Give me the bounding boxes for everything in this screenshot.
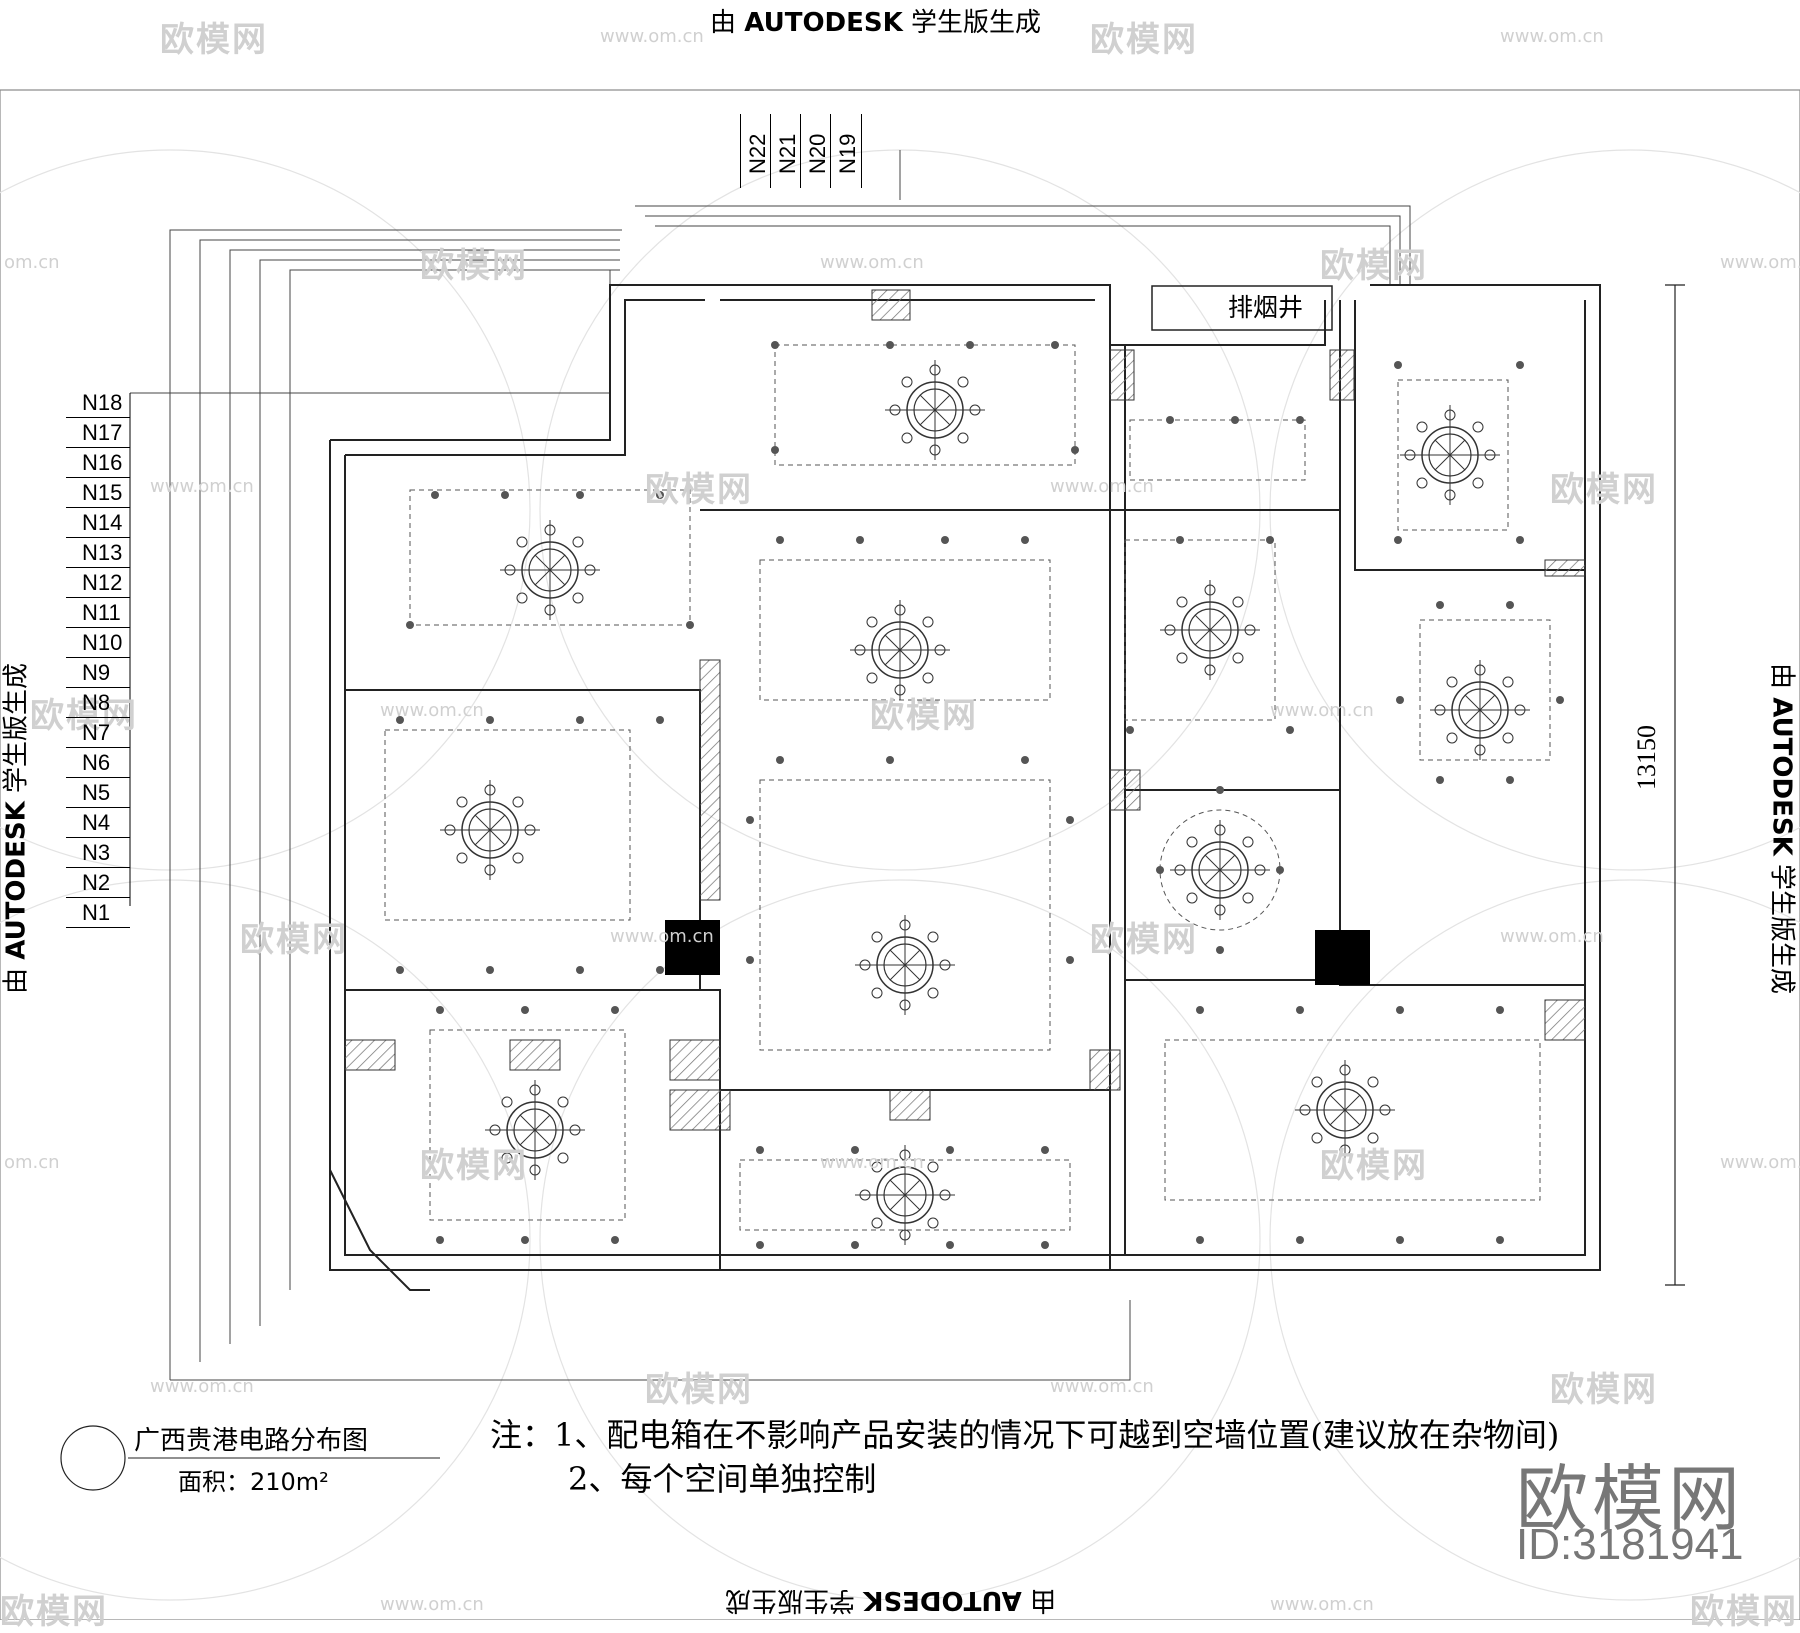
circuit-label: N3	[66, 838, 130, 868]
watermark-url: www.om.cn	[1050, 476, 1154, 497]
autodesk-stamp-right: 由 AUTODESK 学生版生成	[1766, 629, 1800, 1029]
circuit-label: N2	[66, 868, 130, 898]
watermark-url: om.cn	[4, 1152, 60, 1173]
watermark-url: www.om.cn	[820, 1152, 924, 1173]
circuit-label: N15	[66, 478, 130, 508]
watermark-url: www.om.cn	[380, 700, 484, 721]
watermark-url: www.om.cn	[380, 1594, 484, 1615]
circuit-label: N10	[66, 628, 130, 658]
watermark-url: www.om.cn	[1270, 700, 1374, 721]
circuit-label: N13	[66, 538, 130, 568]
autodesk-stamp-left: 由 AUTODESK 学生版生成	[0, 629, 33, 1029]
watermark-url: www.om.cn	[1500, 26, 1604, 47]
watermark-url: www.om.cn	[1720, 1152, 1800, 1173]
watermark-url: www.om.cn	[610, 926, 714, 947]
watermark-url: www.om.cn	[600, 26, 704, 47]
area-label: 面积：210m²	[178, 1462, 329, 1497]
watermark-text: 欧模网	[160, 12, 268, 61]
model-id: ID:3181941	[1516, 1520, 1744, 1570]
autodesk-stamp-bottom: 由 AUTODESK 学生版生成	[725, 1584, 1056, 1621]
watermark-url: www.om.cn	[820, 252, 924, 273]
circuit-label: N7	[66, 718, 130, 748]
watermark-text: 欧模网	[420, 1138, 528, 1187]
watermark-text: 欧模网	[1320, 1138, 1428, 1187]
drawing-title: 广西贵港电路分布图	[134, 1420, 368, 1457]
circuit-label: N17	[66, 418, 130, 448]
circuit-label: N19	[830, 114, 862, 188]
circuit-label: N1	[66, 898, 130, 928]
watermark-url: www.om.cn	[1270, 1594, 1374, 1615]
circuit-label: N14	[66, 508, 130, 538]
watermark-text: 欧模网	[1320, 238, 1428, 287]
circuit-label: N6	[66, 748, 130, 778]
circuit-label: N8	[66, 688, 130, 718]
circuit-label: N11	[66, 598, 130, 628]
smoke-shaft-label: 排烟井	[1228, 288, 1303, 324]
circuit-label: N9	[66, 658, 130, 688]
note-line-1: 注：1、配电箱在不影响产品安装的情况下可越到空墙位置(建议放在杂物间)	[490, 1410, 1559, 1456]
watermark-text: 欧模网	[1550, 1362, 1658, 1411]
watermark-text: 欧模网	[240, 912, 348, 961]
watermark-url: www.om.cn	[1500, 926, 1604, 947]
watermark-text: 欧模网	[645, 1362, 753, 1411]
watermark-text: 欧模网	[1090, 912, 1198, 961]
circuit-label: N12	[66, 568, 130, 598]
circuit-label: N18	[66, 388, 130, 418]
circuit-label: N20	[800, 114, 831, 188]
watermark-text: 欧模网	[1090, 12, 1198, 61]
watermark-text: 欧模网	[0, 1584, 108, 1633]
watermark-url: www.om.cn	[150, 1376, 254, 1397]
autodesk-stamp-top: 由 AUTODESK 学生版生成	[710, 2, 1041, 39]
circuit-label: N5	[66, 778, 130, 808]
circuit-label: N21	[770, 114, 801, 188]
watermark-url: www.om.cn	[1050, 1376, 1154, 1397]
watermark-text: 欧模网	[645, 462, 753, 511]
watermark-url: www.om.cn	[150, 476, 254, 497]
circuit-label: N4	[66, 808, 130, 838]
watermark-url: www.om.cn	[1720, 252, 1800, 273]
watermark-text: 欧模网	[1690, 1584, 1798, 1633]
note-line-2: 2、每个空间单独控制	[568, 1454, 876, 1500]
watermark-url: om.cn	[4, 252, 60, 273]
circuit-label: N16	[66, 448, 130, 478]
watermark-text: 欧模网	[420, 238, 528, 287]
dimension-label: 13150	[1632, 725, 1662, 790]
circuit-label: N22	[740, 114, 771, 188]
watermark-text: 欧模网	[1550, 462, 1658, 511]
watermark-text: 欧模网	[870, 688, 978, 737]
